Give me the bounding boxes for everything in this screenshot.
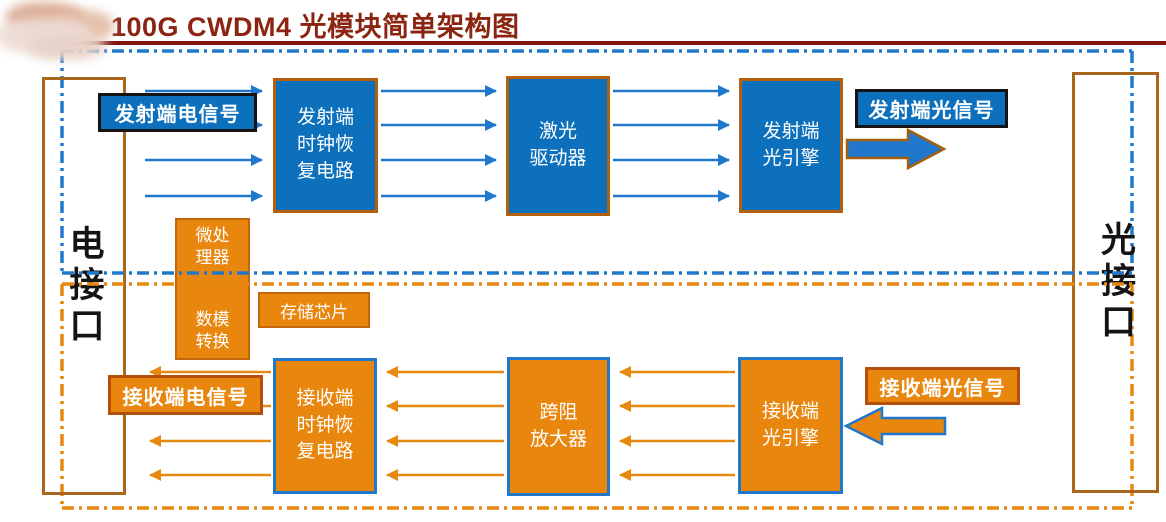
- mcu-label: 微处 理器: [195, 226, 230, 268]
- logo-blurred: [0, 0, 124, 66]
- laser-driver-block: 激光 驱动器: [506, 76, 610, 216]
- optical-interface-box: 光接口: [1072, 72, 1159, 493]
- tia-block: 跨阻 放大器: [507, 357, 610, 496]
- rx-optical-engine-block: 接收端 光引擎: [738, 357, 843, 494]
- tx-optical-engine-block: 发射端 光引擎: [739, 78, 843, 213]
- tx-clock-recovery-block: 发射端 时钟恢 复电路: [273, 78, 378, 213]
- mcu-dac-block: 微处 理器 数模 转换: [175, 218, 250, 360]
- page-title: 100G CWDM4 光模块简单架构图: [111, 12, 520, 42]
- electrical-interface-label: 电接口: [64, 224, 104, 348]
- memory-chip-block: 存储芯片: [258, 292, 370, 328]
- electrical-interface-box: 电接口: [42, 77, 126, 495]
- rx-optical-signal-label: 接收端光信号: [865, 367, 1020, 405]
- rx-input-arrow: [843, 405, 947, 447]
- rx-region-border: [60, 284, 1134, 510]
- tx-optical-signal-label: 发射端光信号: [855, 89, 1008, 128]
- tx-signal-arrows: [145, 85, 730, 202]
- tx-electrical-signal-label: 发射端电信号: [98, 93, 257, 132]
- tx-output-arrow: [845, 127, 947, 171]
- rx-clock-recovery-block: 接收端 时钟恢 复电路: [273, 358, 377, 494]
- title-underline: [66, 41, 1166, 45]
- dac-label: 数模 转换: [195, 309, 230, 351]
- tx-region-border: [60, 49, 1134, 272]
- memory-label: 存储芯片: [280, 302, 348, 322]
- optical-interface-label: 光接口: [1096, 221, 1135, 344]
- rx-electrical-signal-label: 接收端电信号: [108, 375, 263, 415]
- logo-blob: [28, 34, 106, 60]
